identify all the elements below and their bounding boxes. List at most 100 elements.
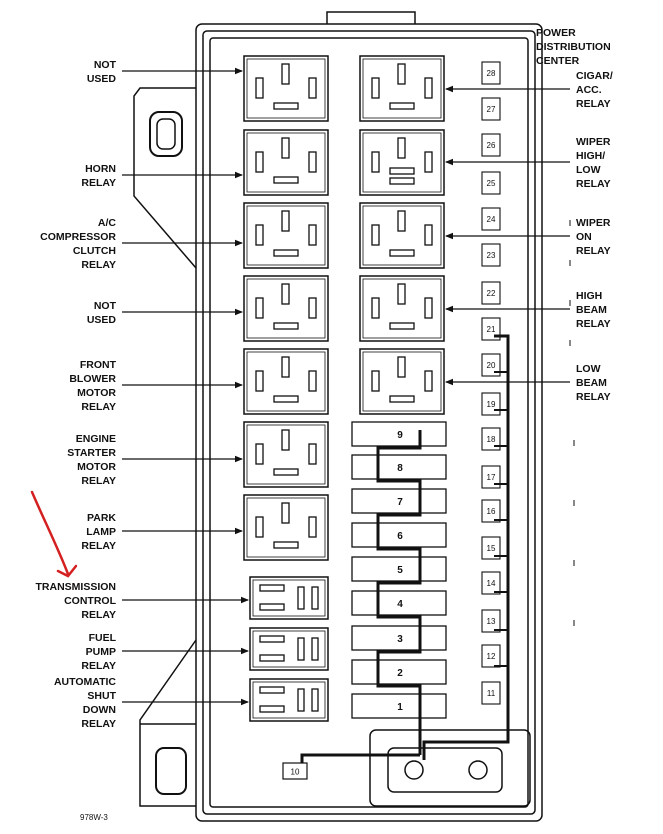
fuse-outline bbox=[481, 427, 501, 451]
relay-pin bbox=[424, 297, 433, 319]
fuse-1: 1 bbox=[351, 693, 447, 719]
label-line: RELAY bbox=[576, 245, 611, 257]
relay-pin bbox=[255, 516, 264, 538]
fuse-25: 25 bbox=[481, 171, 501, 195]
relay-outline bbox=[359, 202, 445, 269]
fuse-26: 26 bbox=[481, 133, 501, 157]
fuse-outline bbox=[481, 207, 501, 231]
relay-outline bbox=[359, 275, 445, 342]
bus-right bbox=[422, 334, 510, 760]
relay-pin bbox=[259, 654, 285, 662]
fuse-outline bbox=[351, 693, 447, 719]
label-line: RELAY bbox=[576, 98, 611, 110]
label-line: CONTROL bbox=[64, 595, 116, 607]
fuse-outline bbox=[481, 97, 501, 121]
relay-inner bbox=[362, 278, 442, 339]
fuse-outline bbox=[481, 644, 501, 668]
relay-pin bbox=[397, 356, 406, 378]
relay-pin bbox=[297, 637, 305, 661]
fuse-outline bbox=[351, 556, 447, 582]
fuse-outline bbox=[351, 590, 447, 616]
fuse-outline bbox=[481, 61, 501, 85]
label-line: HIGH/ bbox=[576, 150, 605, 162]
relay-pin bbox=[308, 297, 317, 319]
fuse-outline bbox=[481, 171, 501, 195]
relay-outline bbox=[359, 348, 445, 415]
fuse-number: 2 bbox=[397, 668, 403, 679]
label-line: TRANSMISSION bbox=[35, 581, 116, 593]
title-line: POWER bbox=[536, 27, 576, 39]
label-line: FUEL bbox=[89, 632, 117, 644]
relay-inner bbox=[362, 58, 442, 119]
relay-pin bbox=[389, 322, 415, 330]
relay-inner bbox=[252, 579, 326, 617]
relay-outline bbox=[243, 275, 329, 342]
fuse-11: 11 bbox=[481, 681, 501, 705]
relay-outline bbox=[359, 129, 445, 196]
label-line: AUTOMATIC bbox=[54, 676, 116, 688]
label-line: CLUTCH bbox=[73, 245, 116, 257]
fuse-9: 9 bbox=[351, 421, 447, 447]
relay-pin bbox=[397, 283, 406, 305]
relay-pin bbox=[255, 151, 264, 173]
fuse-number: 10 bbox=[291, 768, 300, 777]
relay-left-9 bbox=[249, 627, 329, 671]
fuse-number: 19 bbox=[487, 400, 496, 409]
relay-outline bbox=[243, 202, 329, 269]
relay-pin bbox=[281, 137, 290, 159]
relay-pin bbox=[259, 686, 285, 694]
relay-left-1 bbox=[243, 55, 329, 122]
relay-outline bbox=[359, 55, 445, 122]
fuse-number: 7 bbox=[397, 497, 403, 508]
relay-right-3 bbox=[359, 202, 445, 269]
fuse-outline bbox=[351, 659, 447, 685]
label-line: RELAY bbox=[81, 475, 116, 487]
fuse-outline bbox=[481, 465, 501, 489]
relay-pin bbox=[397, 137, 406, 159]
fuse-outline bbox=[351, 522, 447, 548]
relay-outline bbox=[243, 129, 329, 196]
fuse-number: 12 bbox=[487, 652, 496, 661]
label-line: LAMP bbox=[86, 526, 116, 538]
relay-pin bbox=[371, 224, 380, 246]
label-line: MOTOR bbox=[77, 387, 116, 399]
relay-inner bbox=[246, 278, 326, 339]
relay-inner bbox=[246, 497, 326, 558]
annotation-arrow bbox=[30, 490, 78, 578]
relay-pin bbox=[281, 502, 290, 524]
fuse-number: 13 bbox=[487, 617, 496, 626]
relay-pin bbox=[308, 77, 317, 99]
label-text: CIGAR/ACC.RELAY bbox=[576, 70, 613, 110]
relay-pin bbox=[273, 468, 299, 476]
relay-inner bbox=[246, 424, 326, 485]
label-line: DOWN bbox=[83, 704, 116, 716]
fuse-outline bbox=[481, 243, 501, 267]
relay-pin bbox=[255, 443, 264, 465]
relay-right-5 bbox=[359, 348, 445, 415]
relay-inner bbox=[252, 630, 326, 668]
relay-outline bbox=[243, 55, 329, 122]
fuse-number: 4 bbox=[397, 599, 403, 610]
fuse-number: 1 bbox=[397, 702, 403, 713]
relay-pin bbox=[308, 151, 317, 173]
relay-pin bbox=[397, 63, 406, 85]
relay-pin bbox=[281, 283, 290, 305]
relay-pin bbox=[424, 370, 433, 392]
relay-pin bbox=[255, 77, 264, 99]
relay-pin bbox=[259, 705, 285, 713]
fuse-number: 25 bbox=[487, 179, 496, 188]
fuse-2: 2 bbox=[351, 659, 447, 685]
